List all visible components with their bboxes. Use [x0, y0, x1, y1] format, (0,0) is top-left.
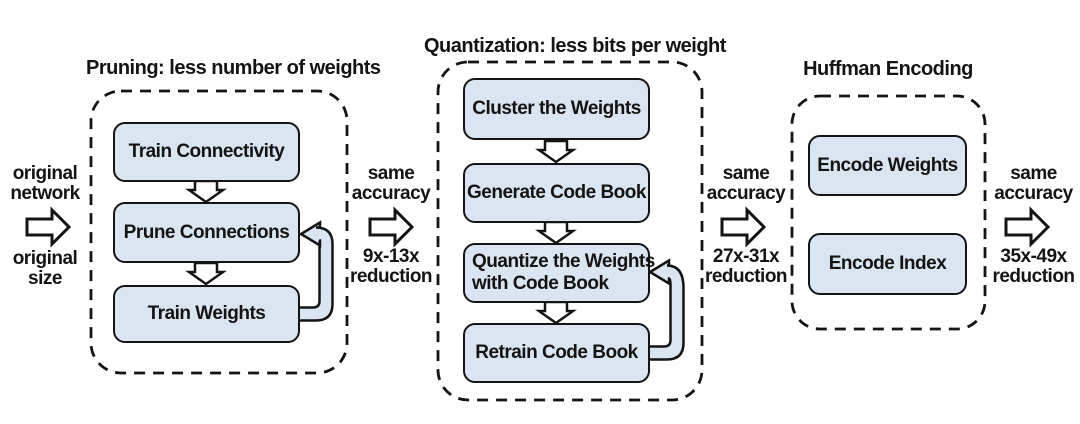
huffman-stage-outline [790, 94, 987, 331]
quantization-stage-title: Quantization: less bits per weight [424, 35, 726, 57]
gap1-label-bottom: 9x-13x reduction [349, 246, 433, 287]
pruning-stage-title: Pruning: less number of weights [86, 57, 381, 79]
down-arrow-icon [535, 300, 577, 325]
huffman-stage-title: Huffman Encoding [803, 58, 973, 80]
input-flow-arrow-icon [25, 206, 72, 248]
pruning-retrain-loop-arrow-icon [296, 220, 334, 322]
down-arrow-icon [535, 139, 577, 164]
gap2-label-bottom: 27x-31x reduction [704, 246, 788, 287]
step-box-retrain-code-book: Retrain Code Book [463, 323, 650, 383]
quantization-to-huffman-arrow-icon [720, 206, 767, 248]
input-label-bottom: original size [12, 248, 78, 289]
input-label-top: original network [10, 163, 80, 204]
step-box-prune-connections: Prune Connections [113, 202, 300, 263]
step-box-quantize-weights-line2: with Code Book [472, 273, 609, 294]
gap1-label-top: same accuracy [351, 163, 431, 204]
quantization-stage-outline [436, 60, 704, 402]
gap2-label-top: same accuracy [706, 163, 786, 204]
step-box-train-connectivity: Train Connectivity [113, 122, 300, 182]
step-box-train-weights: Train Weights [113, 285, 300, 343]
quantization-retrain-loop-arrow-icon [646, 258, 685, 361]
step-box-encode-weights: Encode Weights [808, 135, 967, 196]
pruning-stage-outline [89, 89, 349, 375]
step-box-cluster-weights: Cluster the Weights [463, 78, 650, 140]
step-box-generate-code-book: Generate Code Book [463, 163, 650, 223]
output-flow-arrow-icon [1004, 206, 1051, 248]
step-box-quantize-weights: Quantize the Weights with Code Book [463, 243, 655, 303]
gap3-label-bottom: 35x-49x reduction [992, 246, 1075, 287]
pruning-to-quantization-arrow-icon [368, 206, 415, 248]
down-arrow-icon [185, 179, 227, 204]
step-box-quantize-weights-line1: Quantize the Weights [472, 251, 655, 272]
gap3-label-top: same accuracy [994, 163, 1073, 204]
down-arrow-icon [185, 261, 227, 286]
step-box-encode-index: Encode Index [808, 233, 967, 295]
down-arrow-icon [535, 220, 577, 245]
